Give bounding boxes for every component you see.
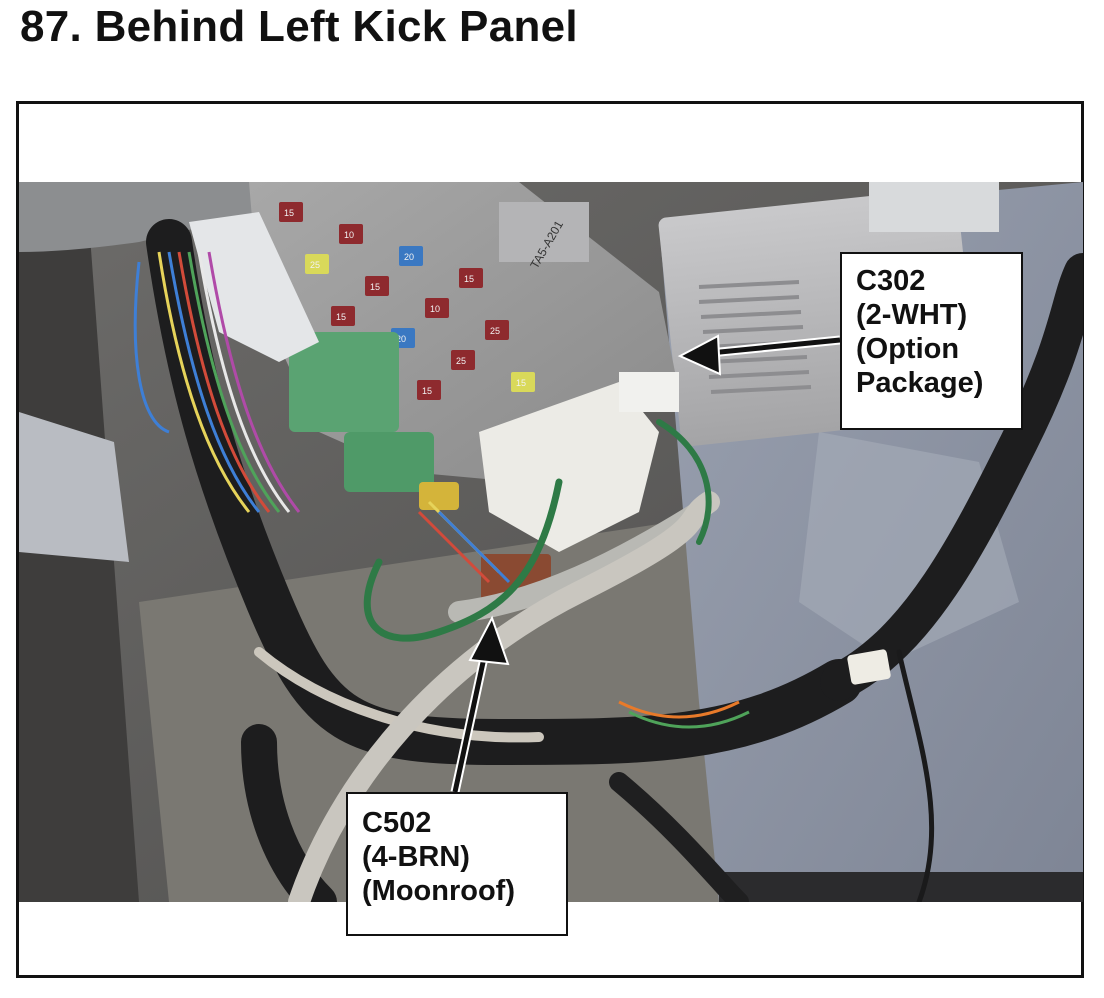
fuse-label: 20 — [404, 252, 414, 262]
left-bracket — [19, 412, 129, 562]
white-connector-block — [479, 382, 659, 552]
fuse-label: 10 — [430, 304, 440, 314]
callout-c302-desc-1: (Option — [856, 333, 960, 365]
zip-tie-clip — [847, 649, 891, 685]
fuse-label: 15 — [422, 386, 432, 396]
fuse — [365, 276, 389, 296]
fuse — [451, 350, 475, 370]
carpet-fold — [799, 432, 1019, 662]
fuse — [417, 380, 441, 400]
fuse-label: 10 — [344, 230, 354, 240]
wire-harnesses — [146, 219, 1083, 902]
callout-c502: C502 (4-BRN) (Moonroof) — [346, 792, 568, 936]
fuse-label: 25 — [490, 326, 500, 336]
green-connector-lower — [344, 432, 434, 492]
fuse-label: 15 — [370, 282, 380, 292]
fuse — [279, 202, 303, 222]
fuse — [459, 268, 483, 288]
callout-c302-spec: (2-WHT) — [856, 299, 968, 331]
module-bracket — [869, 182, 999, 232]
fuse-label: 15 — [336, 312, 346, 322]
callout-c302-desc-2: Package) — [856, 367, 984, 399]
carpet-edge — [719, 872, 1083, 902]
callout-c302: C302 (2-WHT) (Option Package) — [840, 252, 1023, 430]
green-connector-upper — [289, 332, 399, 432]
fuse — [339, 224, 363, 244]
white-connector-top — [189, 212, 319, 362]
fuse — [425, 298, 449, 318]
colored-wires — [133, 251, 750, 729]
fuse-label: 20 — [396, 334, 406, 344]
arrow-c302 — [677, 334, 841, 376]
fuse-label: 25 — [456, 356, 466, 366]
fuse — [331, 306, 355, 326]
fuse-label: 25 — [310, 260, 320, 270]
callout-c302-id: C302 — [856, 265, 926, 297]
white-connector-c302 — [619, 372, 679, 412]
arrow-c502 — [450, 615, 510, 793]
callout-c502-id: C502 — [362, 807, 432, 839]
callout-c502-desc: (Moonroof) — [362, 875, 515, 907]
fuse — [511, 372, 535, 392]
page-title: 87. Behind Left Kick Panel — [20, 2, 578, 51]
fuse — [399, 246, 423, 266]
left-pillar — [19, 222, 139, 902]
fuse — [485, 320, 509, 340]
callout-c502-spec: (4-BRN) — [362, 841, 470, 873]
lower-trim — [139, 512, 779, 902]
fuse — [305, 254, 329, 274]
fuse-box-label-area — [499, 202, 589, 262]
fuse-label: 15 — [284, 208, 294, 218]
fuse-label: 15 — [516, 378, 526, 388]
fuse-label: 15 — [464, 274, 474, 284]
